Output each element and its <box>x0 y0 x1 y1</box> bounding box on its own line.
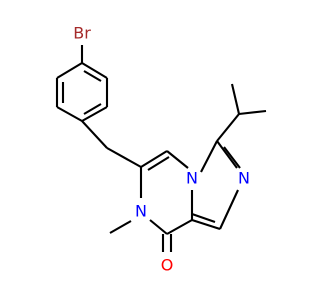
bond-pyrazinone-6 <box>149 219 168 235</box>
bond-benzyl-2 <box>106 147 142 168</box>
bond-n-methyl <box>109 220 132 234</box>
bond-phenyl-4 <box>56 106 83 122</box>
bond-phenyl-inner-1 <box>83 70 102 82</box>
atom-labels: Br N N N O <box>73 24 250 275</box>
bond-imidazole-4 <box>219 189 239 230</box>
bond-imidazole-2 <box>216 140 238 169</box>
bond-phenyl-6 <box>56 62 83 79</box>
bond-lines <box>55 45 267 252</box>
carbonyl-oxygen-label: O <box>161 256 174 275</box>
bond-isopropyl-2 <box>238 109 267 116</box>
bond-benzyl-1 <box>81 120 108 149</box>
bond-phenyl-3 <box>81 106 108 122</box>
bond-pyrazinone-3 <box>166 150 189 169</box>
bond-imidazole-6 <box>191 213 216 223</box>
bond-isopropyl-3 <box>230 83 241 115</box>
bond-imidazole-3 <box>223 146 241 169</box>
bond-phenyl-1 <box>81 62 108 79</box>
bromine-label: Br <box>73 24 91 43</box>
chemical-structure-diagram: Br N N N O <box>55 24 267 275</box>
bond-pyrazinone-5 <box>166 219 193 235</box>
bond-pyrazinone-double-1 <box>147 156 170 171</box>
bond-phenyl-inner-2 <box>83 103 102 115</box>
bond-pyrazinone-2 <box>140 150 168 168</box>
ring-nitrogen-right-label: N <box>238 169 250 188</box>
bond-isopropyl-1 <box>216 113 240 142</box>
bond-imidazole-1 <box>200 140 218 173</box>
bond-imidazole-5 <box>191 219 221 230</box>
molecule-canvas: Br N N N O <box>55 23 267 275</box>
ring-nitrogen-top-label: N <box>186 169 198 188</box>
ring-nitrogen-methyl-label: N <box>135 202 147 221</box>
